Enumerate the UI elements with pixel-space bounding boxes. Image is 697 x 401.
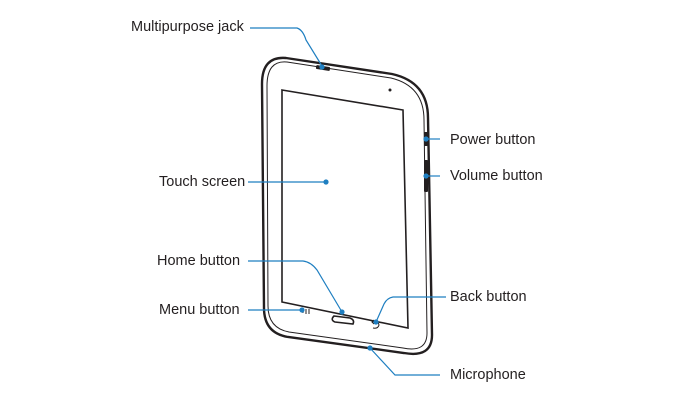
- dot-power-button: [423, 136, 429, 142]
- dot-touch-screen: [323, 179, 329, 185]
- leader-home-button: [248, 260, 343, 313]
- label-back-button: Back button: [450, 289, 527, 305]
- dot-microphone: [367, 345, 373, 351]
- leader-multipurpose-jack: [250, 27, 323, 67]
- top-sensor-dot: [388, 88, 392, 92]
- label-volume-button: Volume button: [450, 168, 543, 184]
- dot-menu-button: [299, 307, 305, 313]
- label-home-button: Home button: [157, 253, 241, 269]
- label-microphone: Microphone: [450, 367, 526, 383]
- dot-home-button: [339, 309, 345, 315]
- leader-back-button: [375, 296, 446, 323]
- dot-back-button: [373, 319, 379, 325]
- touch-screen-panel: [281, 89, 409, 329]
- label-touch-screen: Touch screen: [159, 174, 246, 190]
- dot-multipurpose-jack: [319, 64, 325, 70]
- leader-lines: [248, 27, 446, 376]
- dot-volume-button: [423, 173, 429, 179]
- leader-dots: [299, 64, 429, 351]
- leader-microphone: [369, 347, 440, 376]
- label-menu-button: Menu button: [159, 302, 240, 318]
- home-button-key: [331, 315, 355, 325]
- label-power-button: Power button: [450, 132, 536, 148]
- label-multipurpose-jack: Multipurpose jack: [131, 19, 244, 35]
